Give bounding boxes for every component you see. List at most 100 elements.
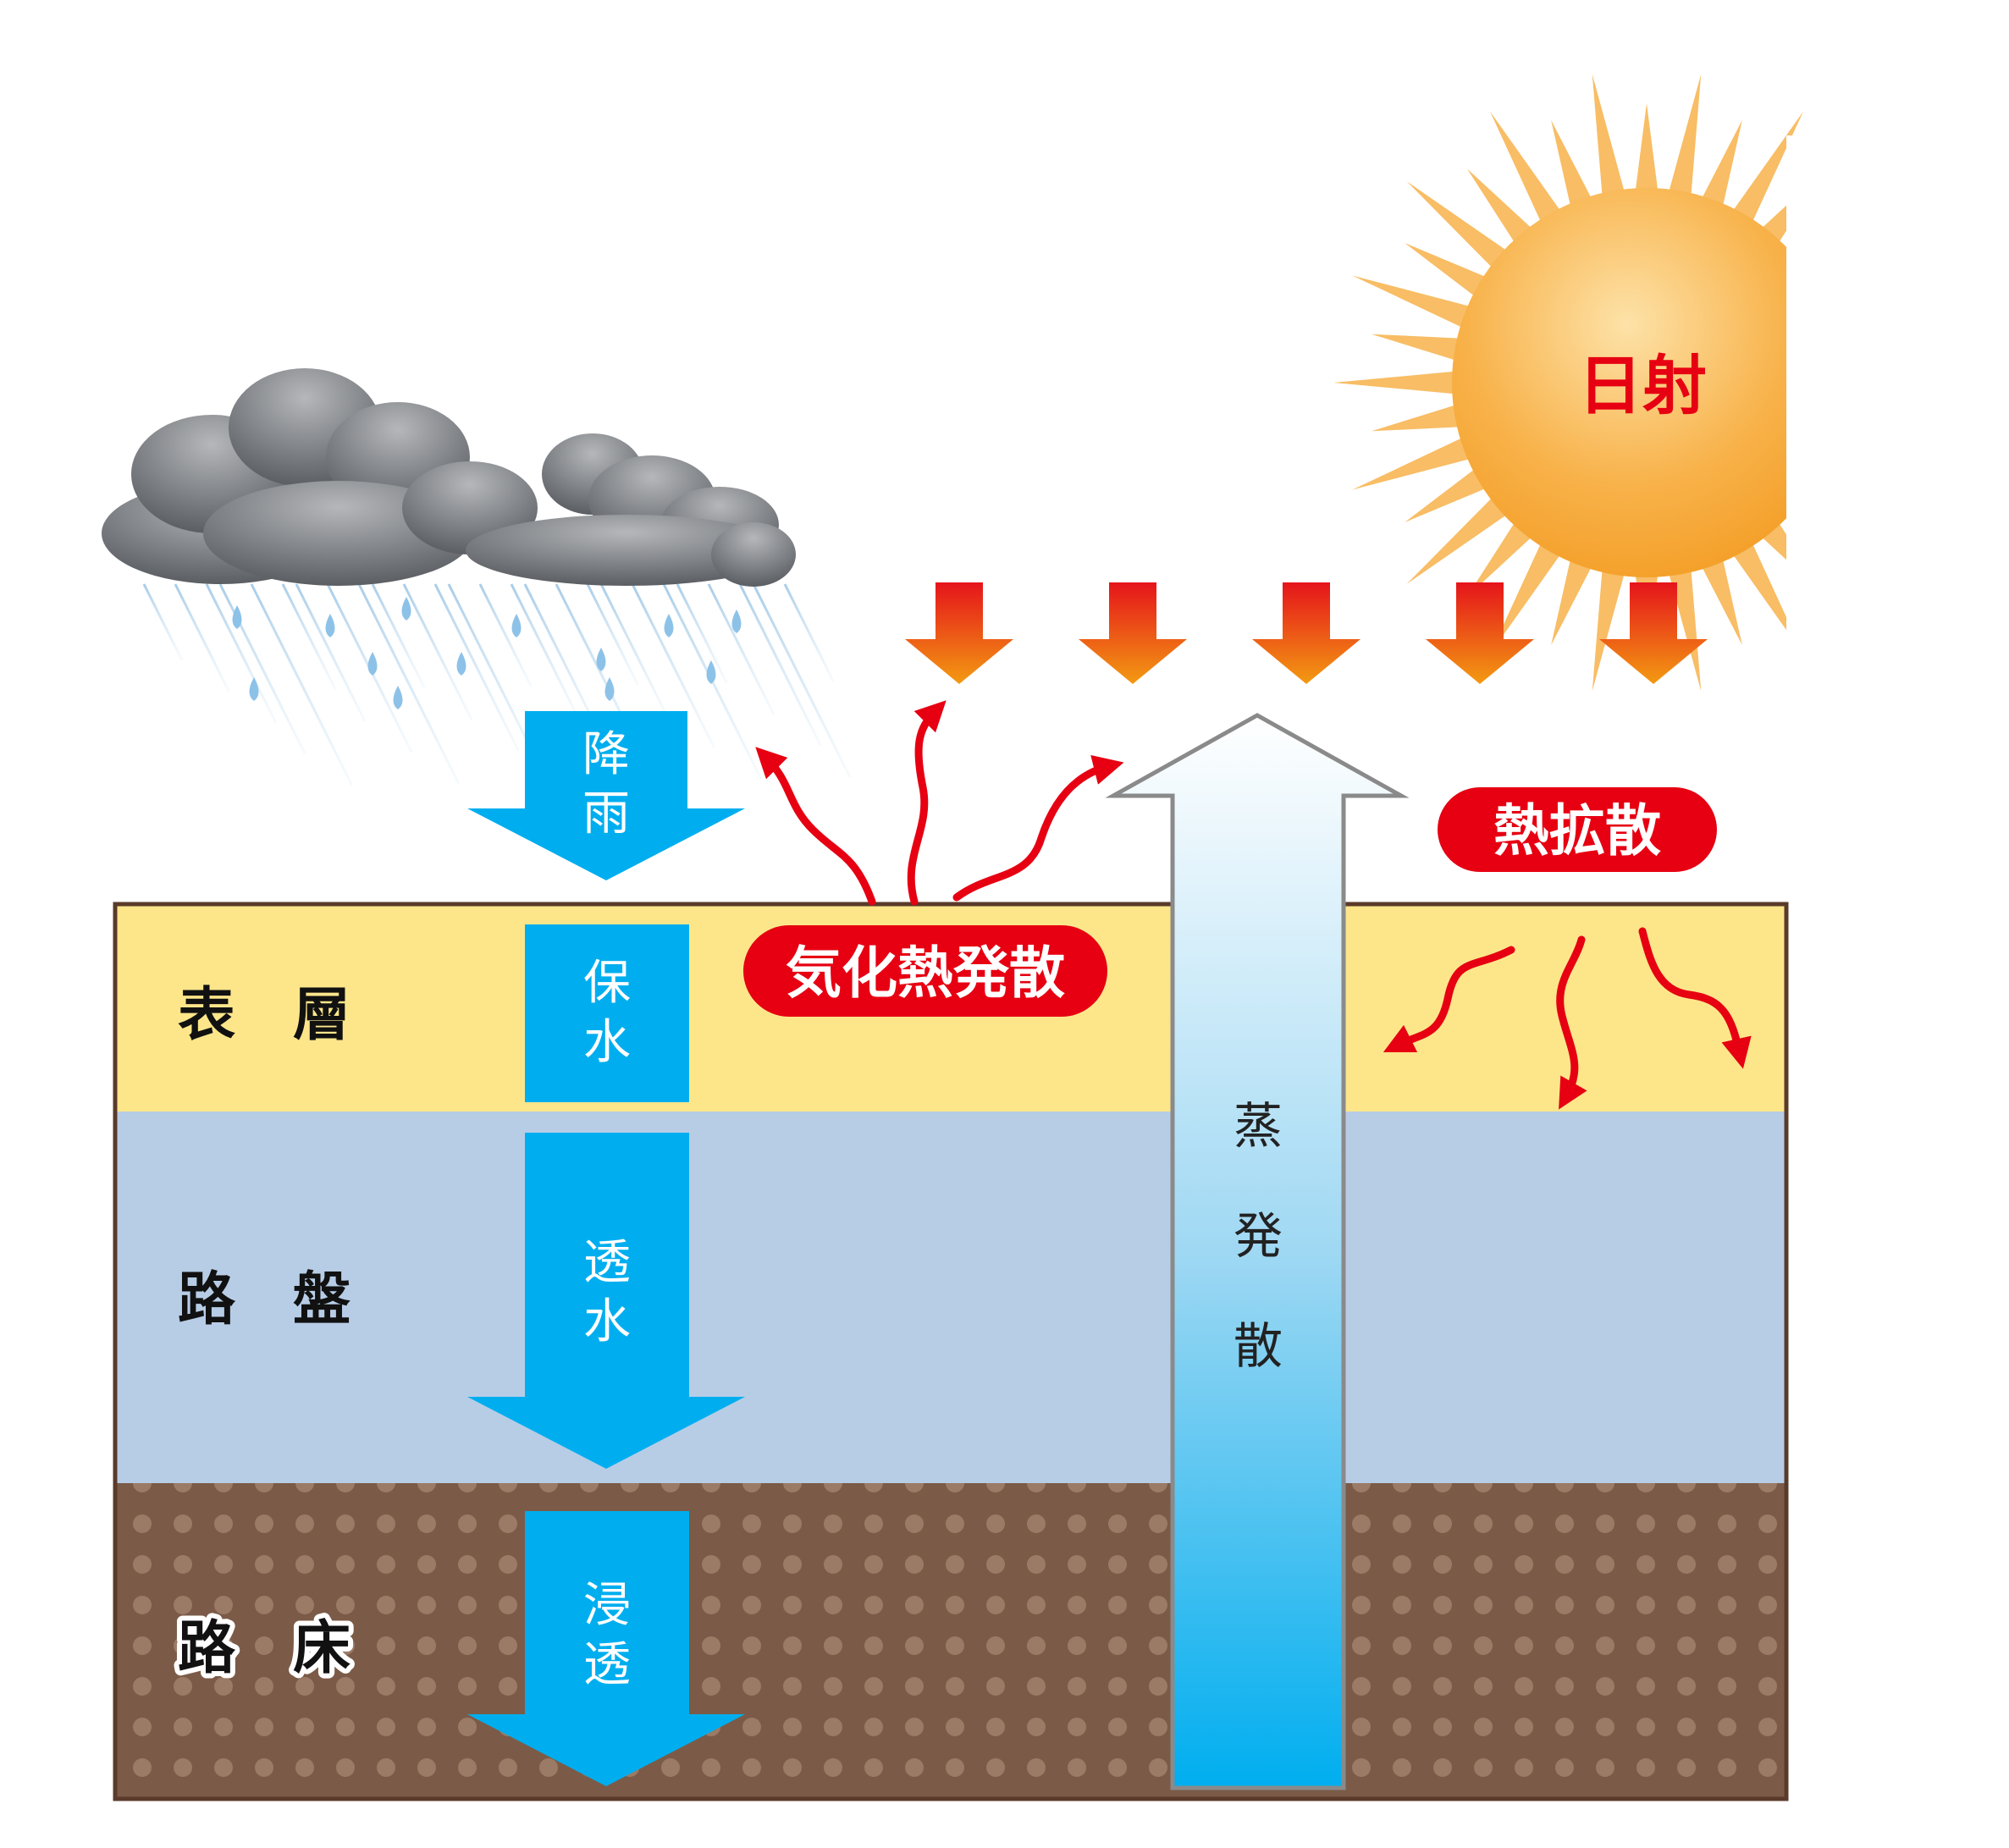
sun-icon: 日射: [1333, 74, 2009, 692]
infiltration-arrow: [467, 1511, 745, 1786]
heat-diffusion-arrow-right: [1638, 927, 1752, 1069]
rain-streak: [357, 583, 461, 785]
rain-streak: [707, 583, 775, 715]
sun-ray: [1405, 467, 1488, 522]
rain-drop: [249, 677, 259, 701]
sun-ray: [1731, 541, 1803, 654]
sun-ray: [1592, 74, 1625, 198]
rain-drop: [401, 597, 411, 621]
base-layer: [115, 1112, 1786, 1483]
permeation-label-2: 水: [583, 1294, 631, 1349]
rain-streak: [174, 583, 230, 692]
rain-streak: [738, 583, 822, 747]
sun-ray: [1592, 567, 1625, 692]
heat-diffusion-arrow-left: [1383, 946, 1515, 1053]
rain-streak: [631, 583, 715, 748]
permeation-arrow: [467, 1133, 745, 1469]
permeation-label-1: 透: [583, 1235, 631, 1290]
solar-down-arrow: [1599, 582, 1708, 684]
evaporation-label-3: 散: [1234, 1317, 1283, 1375]
rain-streak: [510, 583, 580, 719]
rain-drop: [604, 677, 615, 701]
ground-outline: [113, 902, 1789, 1801]
evaporation-label-1: 蒸: [1234, 1097, 1283, 1155]
solar-arrows: [905, 582, 1708, 684]
sun-disc: [1452, 188, 1841, 577]
rain-streak: [783, 583, 835, 682]
sun-ray: [1466, 521, 1533, 597]
heat-diffusion-arrows: [1383, 927, 1752, 1110]
sun-ray: [1551, 119, 1592, 208]
sun-ray: [1372, 404, 1462, 432]
sun-ray: [1405, 243, 1488, 298]
sun-ray: [1490, 111, 1562, 224]
solar-label: 日射: [1578, 348, 1707, 423]
rain-drop: [456, 652, 466, 676]
rain-drop: [232, 605, 242, 629]
solar-down-arrow: [1252, 582, 1360, 684]
rain-streak: [478, 583, 533, 687]
sun-ray: [1406, 496, 1509, 584]
rain-label-2: 雨: [582, 786, 630, 841]
sun-crop: [1786, 135, 2009, 677]
rain-drop: [596, 648, 606, 671]
subgrade-dots: [115, 1483, 1786, 1799]
sun-ray: [1701, 557, 1742, 646]
solar-down-arrow: [1426, 582, 1534, 684]
rain-streak: [205, 583, 278, 724]
rain-streak: [676, 583, 728, 684]
sun-ray: [1352, 437, 1472, 490]
rain-streak: [599, 583, 669, 717]
latent-heat-badge: 気化熱発散: [743, 925, 1107, 1017]
rain-drop: [731, 610, 742, 633]
rain-drop: [367, 652, 378, 676]
infiltration-label-2: 透: [583, 1637, 631, 1692]
rain-streak: [371, 583, 426, 689]
sun-ray: [1406, 181, 1509, 269]
heat-diffusion-badge: 熱拡散: [1438, 787, 1717, 872]
sun-ray: [1551, 557, 1592, 646]
heat-diffusion-arrow-middle: [1556, 935, 1587, 1110]
rain-streak: [586, 583, 639, 686]
retention-label-1: 保: [583, 956, 631, 1011]
rain-drop: [511, 614, 522, 637]
solar-down-arrow: [905, 582, 1013, 684]
latent-heat-arrow-left: [755, 747, 876, 906]
rain-drops: [232, 597, 742, 709]
evaporation-label-2: 発: [1234, 1207, 1283, 1265]
rain-streak: [433, 583, 520, 752]
sun-ray: [1668, 74, 1702, 198]
latent-heat-arrow-middle: [907, 700, 947, 906]
rain-cloud-icon: [102, 368, 852, 786]
sun-ray: [1372, 334, 1462, 361]
latent-heat-arrow-right: [952, 754, 1124, 902]
rain-streak: [250, 583, 354, 786]
sun-ray: [1731, 111, 1803, 224]
sun-ray: [1352, 275, 1472, 328]
rain-drop: [393, 686, 403, 709]
retention-box: [525, 924, 689, 1102]
rain-streak: [281, 583, 337, 691]
retention-label-2: 水: [583, 1015, 631, 1070]
sun-ray: [1490, 541, 1562, 654]
sun-ray: [1701, 119, 1742, 208]
layer-label-subgrade: 路 床: [178, 1615, 350, 1682]
rain-streak: [752, 583, 852, 778]
rain-arrow: [467, 711, 745, 880]
rain-label-1: 降: [582, 727, 630, 782]
infiltration-label-1: 浸: [583, 1578, 631, 1633]
layer-label-surface: 表 層: [178, 982, 350, 1049]
sun-ray: [1635, 103, 1659, 193]
ground-cross-section: [113, 902, 1789, 1801]
latent-heat-arrows: [755, 700, 1124, 906]
latent-heat-label: 気化熱発散: [786, 941, 1065, 1006]
evaporation-arrow: [1105, 713, 1410, 1790]
rain-streak: [142, 583, 184, 661]
sun-ray: [1466, 168, 1533, 245]
sun-ray: [1333, 371, 1457, 394]
rain-drop: [325, 614, 335, 637]
rain-drop: [664, 614, 674, 637]
rain-streak: [402, 583, 473, 720]
solar-down-arrow: [1079, 582, 1187, 684]
